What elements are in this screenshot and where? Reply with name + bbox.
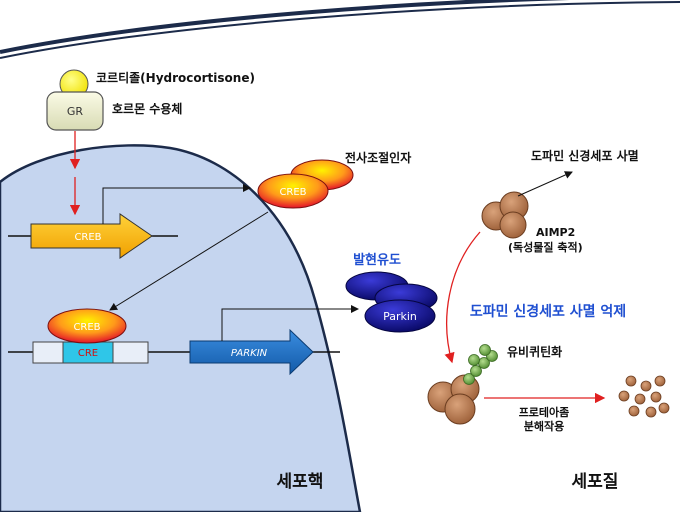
creb-entry-arrow [109, 211, 269, 311]
parkin-protein-label: Parkin [383, 310, 417, 323]
translation-arrow [102, 184, 251, 224]
cell-membrane-inner [0, 1, 680, 59]
parkin-gene-arrow [189, 328, 314, 376]
aimp2-protein-icon [499, 211, 527, 239]
cortisol-label: 코르티졸(Hydrocortisone) [96, 70, 255, 85]
creb-bound-icon [47, 308, 127, 344]
degradation-path-arrow [444, 231, 481, 364]
suppression-label: 도파민 신경세포 사멸 억제 [470, 303, 626, 320]
induction-label: 발현유도 [353, 252, 401, 268]
neuron-death-label: 도파민 신경세포 사멸 [531, 148, 639, 163]
creb-bound-label: CREB [73, 322, 100, 333]
aimp2-protein-icon [444, 393, 476, 425]
creb-gene-label: CREB [74, 232, 101, 243]
gr-label: GR [67, 105, 84, 118]
receptor-icon [46, 91, 104, 131]
peptide-fragments-icon [618, 375, 670, 418]
receptor-label: 호르몬 수용체 [112, 101, 182, 116]
cell-membrane [0, 0, 572, 54]
cre-label: CRE [78, 348, 98, 359]
cytoplasm-label: 세포질 [572, 471, 619, 492]
ubiquitin-chain-icon [463, 344, 498, 385]
creb-protein-label: CREB [279, 187, 306, 198]
nucleus-label: 세포핵 [277, 472, 324, 492]
creb-gene-arrow [30, 213, 153, 259]
death-arrow [517, 171, 573, 197]
aimp2-label: AIMP2 [536, 226, 575, 239]
parkin-protein-icon [364, 299, 436, 333]
ubiquitination-label: 유비퀴틴화 [507, 344, 562, 359]
creb-protein-icon [257, 173, 329, 209]
proteasome-label-2: 분해작용 [524, 419, 564, 433]
proteasome-label-1: 프로테아좀 [519, 405, 570, 419]
transcription-factor-label: 전사조절인자 [345, 150, 411, 165]
parkin-gene-label: PARKIN [231, 348, 268, 359]
aimp2-note: (독성물질 축적) [508, 240, 583, 254]
expression-arrow [221, 305, 359, 341]
